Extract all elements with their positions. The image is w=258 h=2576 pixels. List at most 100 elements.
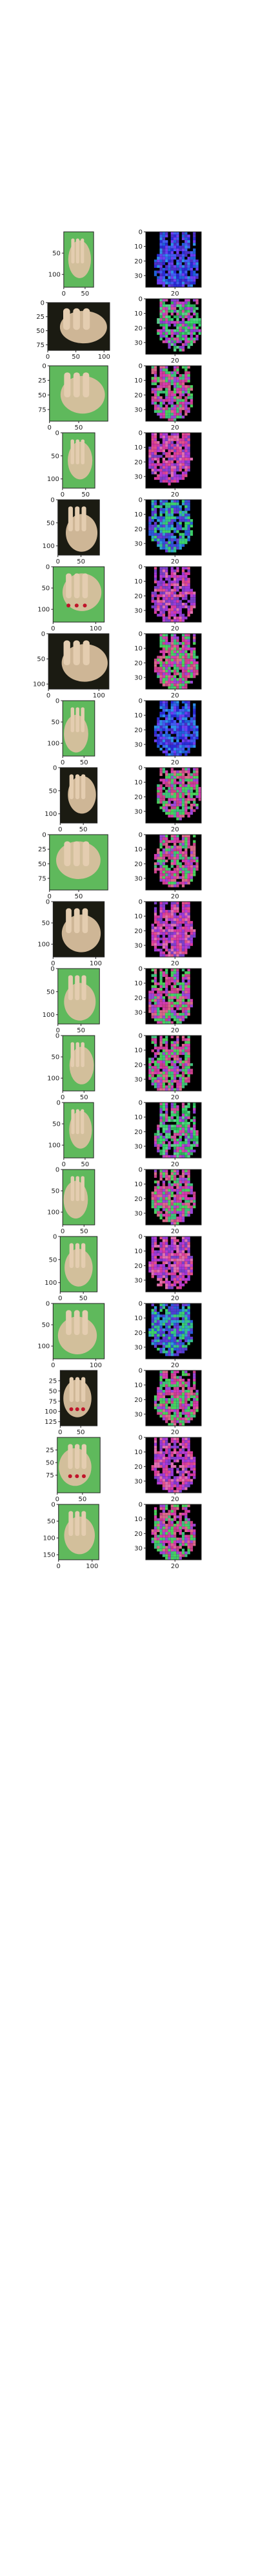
embedding-pixel [159,1038,163,1041]
x-tick-label: 50 [80,1228,88,1235]
embedding-pixel [151,500,154,503]
embedding-pixel [181,842,185,846]
embedding-pixel [174,393,177,397]
embedding-pixel [187,329,190,332]
embedding-pixel [187,343,190,346]
embedding-pixel [154,1272,157,1276]
embedding-pixel [170,1272,174,1276]
embedding-pixel [174,650,177,654]
embedding-pixel [181,982,185,985]
embedding-pixel [181,245,185,249]
embedding-pixel [165,334,168,338]
embedding-pixel [187,307,190,310]
embedding-pixel [168,248,171,252]
embedding-pixel [187,260,190,263]
embedding-pixel [187,658,190,661]
embedding-pixel [184,996,188,999]
embedding-pixel [170,619,174,622]
embedding-pixel [174,323,177,327]
embedding-pixel [190,846,194,849]
embedding-pixel [193,725,196,728]
embedding-pixel [174,884,177,887]
embedding-pixel [159,999,163,1002]
embedding-pixel [187,790,190,793]
embedding-pixel [193,323,196,327]
embedding-pixel [162,1012,166,1016]
embedding-pixel [176,971,179,974]
embedding-pixel [168,466,171,469]
embedding-pixel [165,299,168,302]
embedding-pixel [165,993,168,996]
embedding-pixel [162,468,166,472]
embedding-pixel [181,597,185,600]
embedding-pixel [179,876,182,879]
embedding-pixel [187,1484,190,1488]
embedding-pixel [176,1470,179,1473]
embedding-pixel [165,1350,168,1354]
embedding-pixel [184,1177,188,1181]
embedding-pixel [165,505,168,508]
embedding-pixel [162,1175,166,1178]
embedding-pixel [187,1412,190,1415]
embedding-pixel [170,273,174,276]
embedding-pixel [154,524,157,527]
embedding-pixel [176,1440,179,1443]
embedding-pixel [168,717,171,721]
embedding-pixel [170,736,174,740]
embedding-pixel [181,260,185,263]
embedding-pixel [187,1395,190,1398]
embedding-pixel [157,446,160,450]
embedding-pixel [174,1283,177,1287]
embedding-frame [145,968,202,1025]
embedding-pixel [184,1443,188,1446]
embedding-pixel [159,658,163,661]
embedding-pixel [184,1487,188,1490]
embedding-pixel [170,1200,174,1203]
embedding-pixel [165,1124,168,1128]
embedding-pixel [176,530,179,533]
embedding-pixel [162,1144,166,1147]
embedding-pixel [159,1083,163,1086]
y-tick-label: 0 [42,363,46,370]
embedding-pixel [154,993,157,996]
embedding-pixel [187,1311,190,1315]
embedding-pixel [184,703,188,706]
x-tick-label: 100 [98,354,110,361]
embedding-pixel [148,1057,152,1061]
embedding-pixel [176,1384,179,1387]
embedding-pixel [159,1133,163,1136]
embedding-pixel [165,1267,168,1270]
embedding-pixel [179,748,182,751]
embedding-pixel [148,1068,152,1072]
embedding-pixel [165,739,168,743]
photo-frame [59,1370,98,1426]
embedding-pixel [157,940,160,943]
embedding-pixel [181,234,185,238]
embedding-pixel [181,1378,185,1382]
embedding-pixel [165,940,168,943]
embedding-pixel [157,1267,160,1270]
embedding-pixel [168,923,171,927]
embedding-pixel [184,1213,188,1217]
embedding-pixel [159,334,163,338]
embedding-pixel [179,446,182,450]
embedding-pixel [162,1041,166,1044]
embedding-pixel [193,605,196,609]
embedding-pixel [181,1105,185,1108]
embedding-pixel [195,770,199,773]
y-tick-label: 0 [139,631,143,638]
embedding-pixel [179,851,182,855]
embedding-pixel [181,859,185,862]
embedding-pixel [176,1012,179,1016]
embedding-pixel [193,736,196,740]
embedding-pixel [168,918,171,922]
embedding-pixel [170,835,174,838]
embedding-pixel [181,1420,185,1423]
embedding-pixel [157,1010,160,1013]
embedding-pixel [184,368,188,372]
embedding-pixel [165,846,168,849]
embedding-pixel [174,736,177,740]
embedding-pixel [181,988,185,991]
embedding-pixel [168,444,171,447]
